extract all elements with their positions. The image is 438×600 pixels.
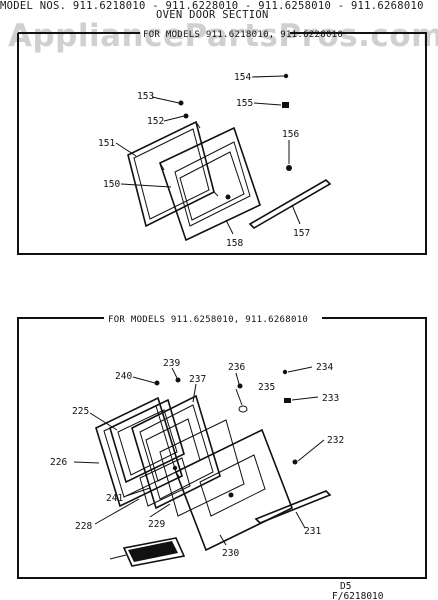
label-150: 150 [103,179,120,190]
part-235-bushing [238,405,248,413]
part-231-handle [254,490,332,524]
section-title: OVEN DOOR SECTION [156,9,269,21]
part-230-fastener [228,492,234,498]
label-226: 226 [50,457,67,468]
part-233-clip [284,398,291,403]
label-230: 230 [222,548,239,559]
part-153-screw [178,100,184,106]
label-157: 157 [293,228,310,239]
part-225-window-frame [109,398,185,484]
label-151: 151 [98,138,115,149]
model-numbers-header: MODEL NOS. 911.6218010 - 911.6228010 - 9… [0,0,424,12]
part-152-screw [183,113,189,119]
label-158: 158 [226,238,243,249]
label-156: 156 [282,129,299,140]
label-236: 236 [228,362,245,373]
label-229: 229 [148,519,165,530]
part-234-screw [282,369,288,375]
label-239: 240 [115,371,132,382]
top-panel-frame [17,32,427,255]
label-234: 234 [316,362,333,373]
part-238-screw [175,377,181,383]
part-154-screw [283,73,289,79]
label-240: 241 [106,493,123,504]
bottom-leader-lines [73,366,325,560]
part-229-glass [159,419,245,517]
label-152: 152 [147,116,164,127]
part-155-clip [282,102,289,108]
label-237: 237 [189,374,206,385]
part-158-fastener [225,194,231,200]
part-228-spacer [139,457,191,507]
label-233: 233 [322,393,339,404]
top-leader-lines [115,75,301,235]
bottom-panel-caption: FOR MODELS 911.6258010, 911.6268010 [108,315,308,325]
label-154: 154 [234,72,251,83]
label-235: 235 [258,382,275,393]
part-151-door-liner [127,120,219,228]
top-panel-caption: FOR MODELS 911.6218010, 911.6228010 [143,30,343,40]
part-156-screw [286,165,292,171]
part-240-screw [172,465,178,471]
bottom-panel-frame [17,317,427,579]
part-157-handle [248,178,332,230]
label-153: 153 [137,91,154,102]
part-230-outer-door [174,428,294,552]
footer-code: F/6218010 [332,591,384,600]
footer-page: D5 [340,581,351,592]
part-158-door-panel [159,126,261,242]
label-231: 231 [304,526,321,537]
label-238: 239 [163,358,180,369]
label-225: 225 [72,406,89,417]
part-239-screw [154,380,160,386]
label-155: 155 [236,98,253,109]
part-241-pad [122,537,186,567]
label-228: 228 [75,521,92,532]
part-232-screw [292,459,298,465]
part-236-screw [237,383,243,389]
label-232: 232 [327,435,344,446]
